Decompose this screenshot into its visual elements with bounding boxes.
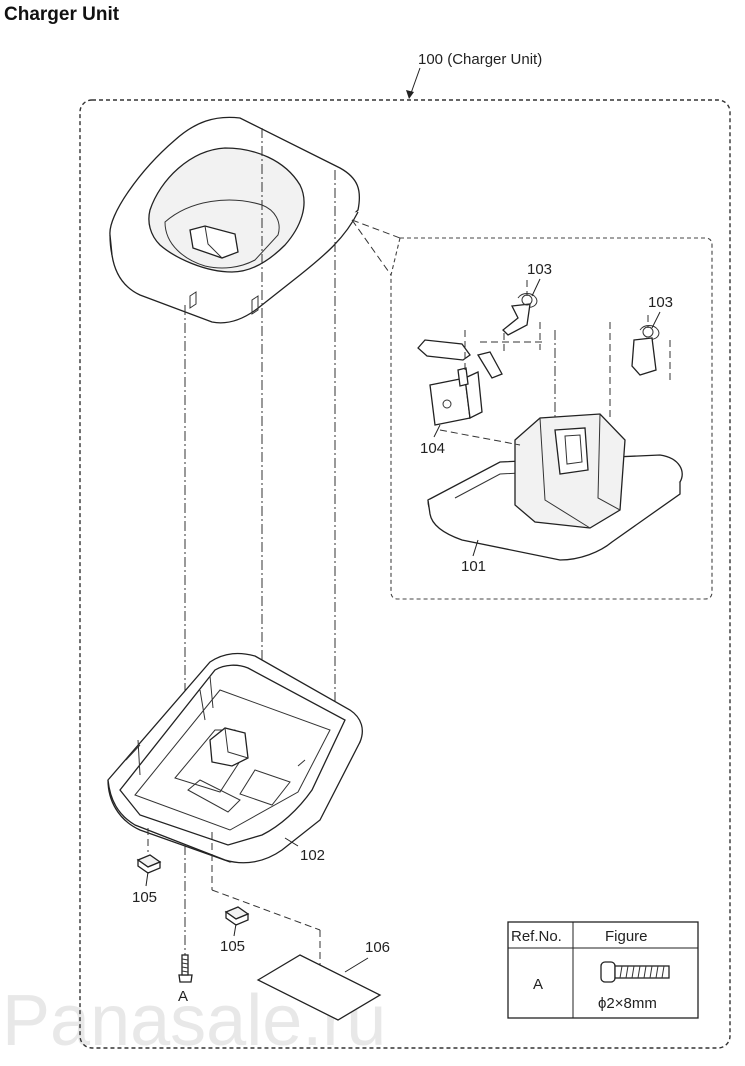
- table-header-figure: Figure: [605, 928, 648, 945]
- label-103-right: 103: [648, 294, 673, 311]
- rubber-foot-105-right: [224, 906, 250, 926]
- label-103-left: 103: [527, 261, 552, 278]
- leader-106: [344, 957, 369, 973]
- leader-105-right: [233, 923, 237, 937]
- terminal-block-104: [417, 330, 545, 446]
- detail-callout: [351, 219, 713, 600]
- label-101: 101: [461, 558, 486, 575]
- label-105-right: 105: [220, 938, 245, 955]
- leader-102: [284, 837, 299, 847]
- leader-103-left: [531, 278, 541, 297]
- assembly-leader-arrow: [406, 67, 421, 99]
- rubber-foot-105-left: [136, 854, 162, 874]
- label-screw-a: A: [178, 988, 188, 1005]
- top-cover-cradle: [109, 116, 361, 324]
- leader-104: [433, 424, 441, 438]
- assembly-label: 100 (Charger Unit): [418, 51, 542, 68]
- charger-unit-boundary: [79, 99, 731, 1049]
- leader-101: [472, 539, 479, 557]
- spring-contact-103-left: [502, 280, 556, 420]
- label-sheet-106: [256, 954, 382, 1021]
- base-102: [107, 652, 363, 864]
- label-106: 106: [365, 939, 390, 956]
- spring-contact-103-right: [609, 315, 671, 420]
- screw-figure-icon: [600, 961, 670, 983]
- screw-a: [178, 954, 193, 983]
- label-104: 104: [420, 440, 445, 457]
- reference-table: Ref.No. Figure A ϕ2×8mm: [507, 921, 699, 1019]
- table-row-spec: ϕ2×8mm: [598, 995, 657, 1012]
- label-105-left: 105: [132, 889, 157, 906]
- leader-105-left: [145, 871, 149, 887]
- label-102: 102: [300, 847, 325, 864]
- table-row-ref: A: [533, 976, 543, 993]
- leader-103-right: [651, 311, 661, 329]
- table-header-ref: Ref.No.: [511, 928, 562, 945]
- inner-holder-101: [427, 413, 683, 561]
- page-title: Charger Unit: [4, 4, 120, 25]
